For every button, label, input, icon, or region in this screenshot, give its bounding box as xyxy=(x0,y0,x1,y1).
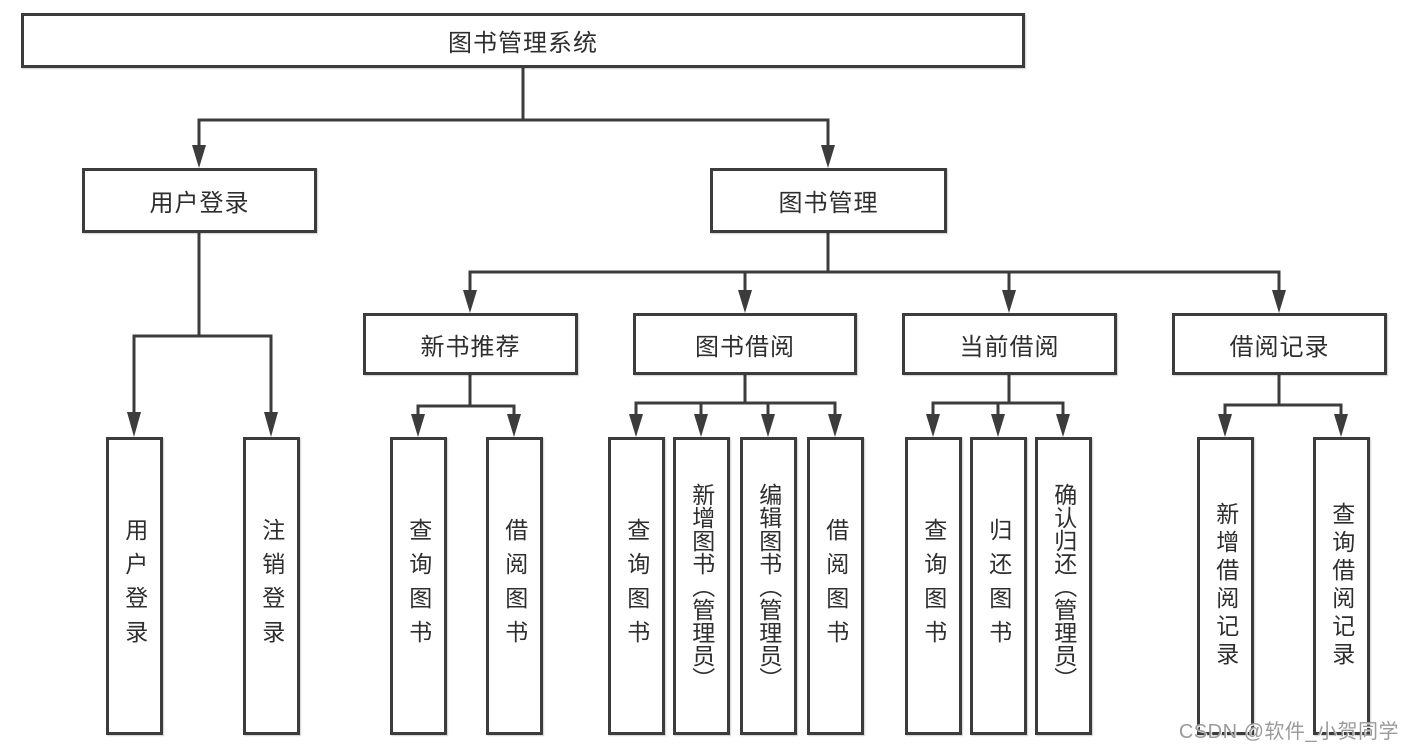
node-book-management: 图书管理 xyxy=(710,168,947,233)
node-user-login: 用户登录 xyxy=(82,168,317,233)
leaf-user-login-label: 用户登录 xyxy=(121,518,148,654)
node-root-system: 图书管理系统 xyxy=(21,13,1025,68)
leaf-user-login: 用户登录 xyxy=(106,437,163,735)
leaf-record-add: 新增借阅记录 xyxy=(1197,437,1254,735)
leaf-record-add-label: 新增借阅记录 xyxy=(1212,502,1239,670)
node-book-management-label: 图书管理 xyxy=(778,190,879,217)
node-newbook-recommend: 新书推荐 xyxy=(363,313,578,375)
leaf-current-confirm-admin-label: 确认归还（管理员） xyxy=(1050,482,1077,690)
node-borrow-records: 借阅记录 xyxy=(1172,313,1387,375)
connector-current-to-leaves xyxy=(926,375,1070,437)
connector-root-to-level2 xyxy=(192,68,835,168)
leaf-newbook-query: 查询图书 xyxy=(390,437,447,735)
node-borrow-records-label: 借阅记录 xyxy=(1229,333,1330,361)
leaf-current-return: 归还图书 xyxy=(970,437,1027,735)
node-book-borrow-label: 图书借阅 xyxy=(695,333,795,361)
leaf-current-query: 查询图书 xyxy=(905,437,962,735)
node-current-borrow-label: 当前借阅 xyxy=(959,333,1060,361)
leaf-record-query: 查询借阅记录 xyxy=(1313,437,1370,735)
leaf-newbook-query-label: 查询图书 xyxy=(405,518,432,654)
leaf-borrow-borrow-label: 借阅图书 xyxy=(822,518,849,654)
leaf-logout: 注销登录 xyxy=(243,437,300,735)
leaf-borrow-query: 查询图书 xyxy=(608,437,665,735)
leaf-newbook-borrow: 借阅图书 xyxy=(486,437,543,735)
leaf-borrow-borrow: 借阅图书 xyxy=(807,437,864,735)
leaf-borrow-edit-admin-label: 编辑图书（管理员） xyxy=(755,482,782,690)
leaf-borrow-edit-admin: 编辑图书（管理员） xyxy=(740,437,797,735)
leaf-newbook-borrow-label: 借阅图书 xyxy=(501,518,528,654)
leaf-borrow-add-admin-label: 新增图书（管理员） xyxy=(688,482,715,690)
leaf-logout-label: 注销登录 xyxy=(258,518,285,654)
leaf-current-return-label: 归还图书 xyxy=(985,518,1012,654)
node-current-borrow: 当前借阅 xyxy=(902,313,1117,375)
connector-newbook-to-leaves xyxy=(411,375,521,437)
leaf-borrow-query-label: 查询图书 xyxy=(623,518,650,654)
node-root-system-label: 图书管理系统 xyxy=(448,30,598,57)
leaf-current-query-label: 查询图书 xyxy=(920,518,947,654)
connector-borrow-to-leaves xyxy=(629,375,842,437)
node-user-login-label: 用户登录 xyxy=(149,190,250,217)
leaf-record-query-label: 查询借阅记录 xyxy=(1328,502,1355,670)
node-book-borrow: 图书借阅 xyxy=(633,313,857,375)
leaf-borrow-add-admin: 新增图书（管理员） xyxy=(673,437,730,735)
connector-login-to-leaves xyxy=(127,233,278,437)
node-newbook-recommend-label: 新书推荐 xyxy=(420,333,521,361)
connector-records-to-leaves xyxy=(1218,375,1348,437)
leaf-current-confirm-admin: 确认归还（管理员） xyxy=(1035,437,1092,735)
connector-management-to-level3 xyxy=(463,233,1286,313)
csdn-watermark: CSDN @软件_小贺同学 xyxy=(1178,721,1399,743)
